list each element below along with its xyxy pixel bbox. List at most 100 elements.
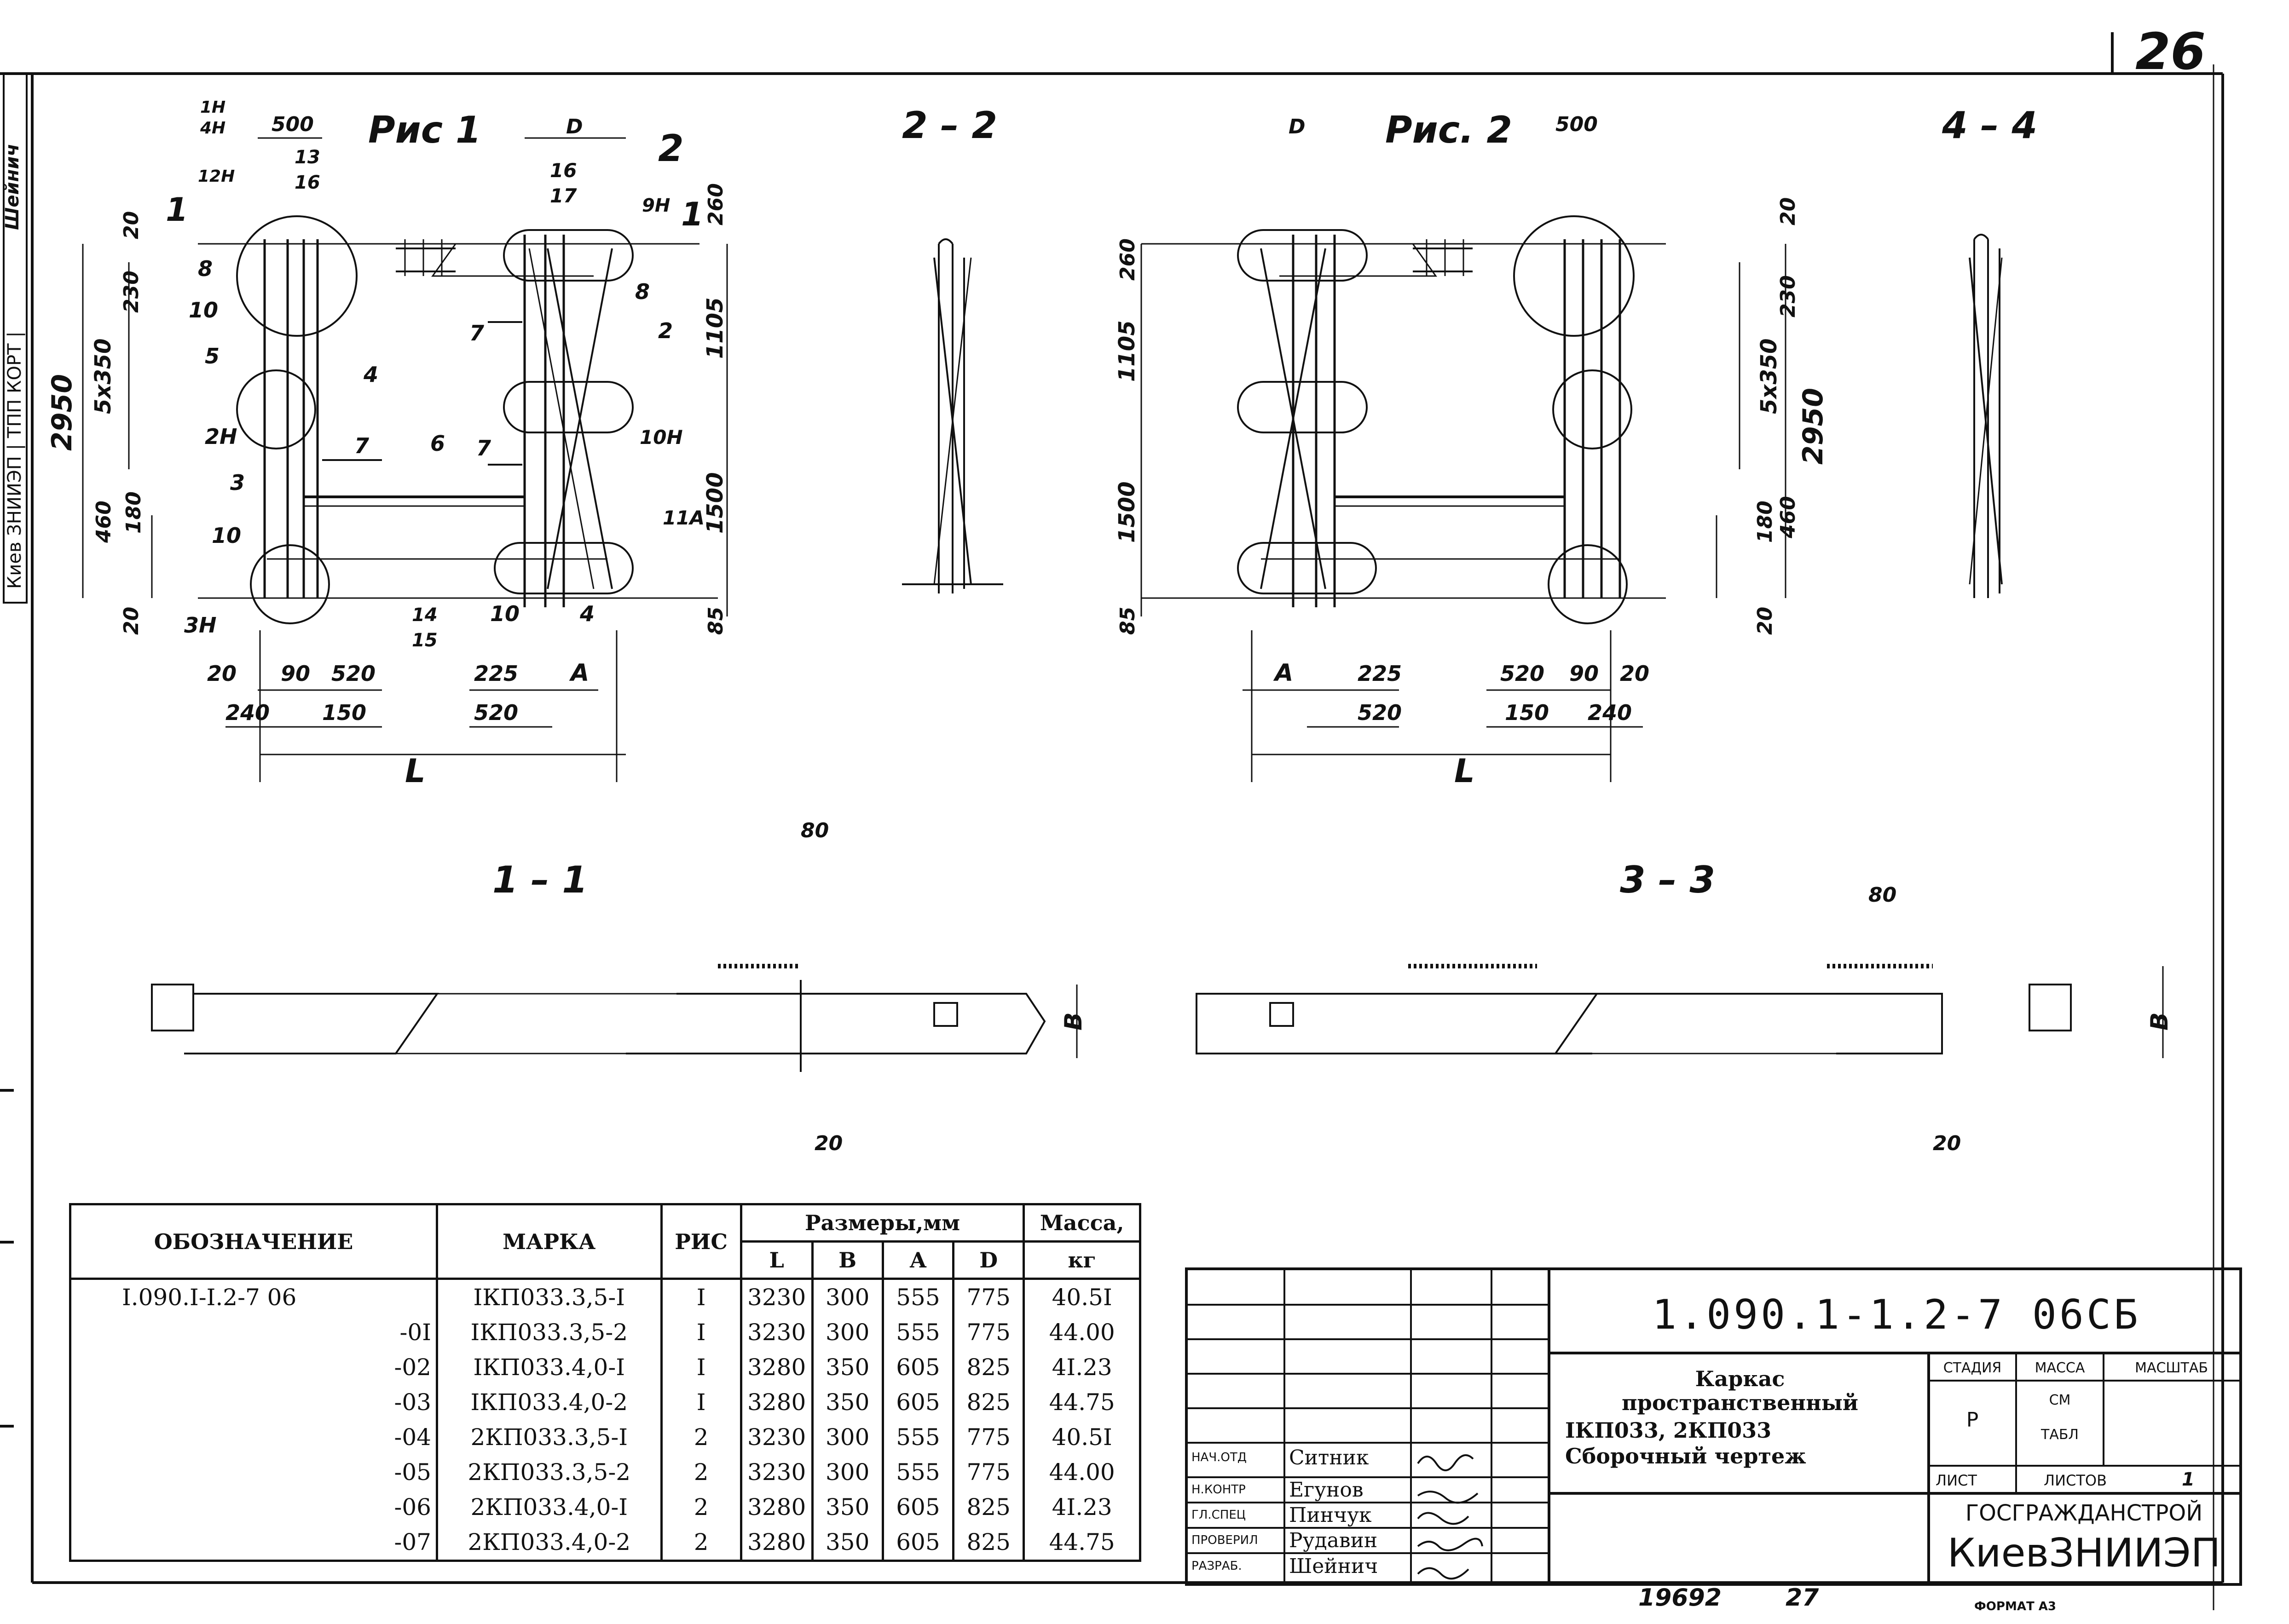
cell-designation: -07 bbox=[69, 1525, 438, 1562]
fig1-callout: 11A bbox=[663, 507, 705, 529]
title-block-grid bbox=[1188, 1270, 2239, 1583]
fig1-callout: 2 bbox=[658, 318, 673, 343]
cell-designation: -03 bbox=[69, 1385, 438, 1420]
cell-mass: 40.5I bbox=[1023, 1278, 1141, 1315]
fig1-dim-L: L bbox=[405, 752, 426, 790]
cell-fig: 2 bbox=[660, 1490, 742, 1525]
fig1-callout: 5 bbox=[205, 344, 220, 369]
fig1-dim-2950: 2950 bbox=[46, 374, 78, 451]
fig1-callout: 4 bbox=[579, 601, 595, 626]
fig1-callout: 8 bbox=[198, 256, 213, 281]
cell-designation: -02 bbox=[69, 1350, 438, 1385]
sheet-number: 26 bbox=[2135, 22, 2206, 81]
org-2: КиевЗНИИЭП bbox=[1947, 1530, 2221, 1576]
fig1-dim-bA: A bbox=[569, 659, 589, 687]
fig2-dim-20t: 20 bbox=[1776, 197, 1800, 225]
table-row: -05 2КП033.3,5-2 2 3230 300 555 775 44.0… bbox=[69, 1455, 1141, 1490]
fig1-dim-5x350: 5x350 bbox=[90, 338, 116, 414]
cell-A: 555 bbox=[881, 1315, 955, 1350]
fig1-dim-1500: 1500 bbox=[702, 472, 728, 534]
cell-designation: -04 bbox=[69, 1420, 438, 1455]
fig1-dim-b520: 520 bbox=[331, 661, 376, 686]
fig2-dim-460: 460 bbox=[1776, 496, 1800, 539]
cell-B: 300 bbox=[811, 1420, 884, 1455]
fig2-dim-b240: 240 bbox=[1588, 700, 1632, 725]
fig2-dim-b520: 520 bbox=[1358, 700, 1402, 725]
cell-mark: IКП033.3,5-I bbox=[435, 1278, 663, 1315]
fig2-dim-1105: 1105 bbox=[1114, 320, 1140, 382]
col-D: D bbox=[952, 1240, 1025, 1280]
section-11-dim-80: 80 bbox=[801, 819, 829, 842]
fig1-callout: 16 bbox=[295, 172, 320, 193]
figure-1-labels: Рис 1 500 D 20 230 5x350 2950 460 180 20… bbox=[46, 98, 728, 790]
stage-value: Р bbox=[1966, 1408, 1979, 1432]
fig1-callout: 3 bbox=[230, 470, 245, 495]
fig1-callout: 14 bbox=[412, 605, 438, 626]
cell-mark: 2КП033.3,5-2 bbox=[435, 1455, 663, 1490]
cell-mass: 4I.23 bbox=[1023, 1350, 1141, 1385]
cell-mass: 44.75 bbox=[1023, 1385, 1141, 1420]
fig1-dim-85: 85 bbox=[704, 607, 728, 635]
fig1-dim-b20: 20 bbox=[207, 661, 237, 686]
section-33-dim-80: 80 bbox=[1868, 883, 1896, 907]
title-block: 1.090.1-1.2-7 06СБ Каркас пространственн… bbox=[1185, 1267, 2242, 1586]
section-44-title: 4 – 4 bbox=[1942, 104, 2037, 147]
cell-D: 825 bbox=[952, 1525, 1025, 1562]
role-label: ГЛ.СПЕЦ bbox=[1191, 1508, 1246, 1522]
fig2-dim-180: 180 bbox=[1753, 501, 1777, 543]
fig1-callout: 1 bbox=[166, 191, 188, 229]
cell-L: 3280 bbox=[740, 1385, 814, 1420]
table-row: I.090.I-I.2-7 06 IКП033.3,5-I I 3230 300… bbox=[69, 1278, 1141, 1315]
role-label: РАЗРАБ. bbox=[1191, 1559, 1242, 1573]
fig1-callout: 4 bbox=[363, 362, 378, 387]
cell-mark: 2КП033.4,0-I bbox=[435, 1490, 663, 1525]
fig1-callout: 7 bbox=[469, 321, 484, 346]
fig1-callout: 10H bbox=[640, 426, 683, 449]
fig1-dim-500: 500 bbox=[272, 113, 314, 136]
cell-mass: 44.75 bbox=[1023, 1525, 1141, 1562]
cell-A: 605 bbox=[881, 1350, 955, 1385]
cell-D: 775 bbox=[952, 1455, 1025, 1490]
fig2-title: Рис. 2 bbox=[1385, 109, 1512, 151]
col-L: L bbox=[740, 1240, 814, 1280]
role-label: НАЧ.ОТД bbox=[1191, 1451, 1247, 1464]
fig1-callout: 15 bbox=[412, 630, 438, 651]
cell-B: 300 bbox=[811, 1278, 884, 1315]
side-stamp: Киев ЗНИИЭП | ТПП КОРТ | Шейнич bbox=[2, 73, 28, 604]
section-22-title: 2 – 2 bbox=[902, 104, 997, 147]
org-1: ГОСГРАЖДАНСТРОЙ bbox=[1965, 1500, 2203, 1526]
fig1-callout: 3H bbox=[184, 613, 217, 638]
cell-fig: I bbox=[660, 1350, 742, 1385]
fig2-dim-85: 85 bbox=[1116, 607, 1139, 635]
cell-mass: 4I.23 bbox=[1023, 1490, 1141, 1525]
fig2-dim-20: 20 bbox=[1753, 607, 1777, 635]
section-33-dim-B: B bbox=[2146, 1012, 2173, 1031]
fig1-dim-20: 20 bbox=[120, 211, 143, 239]
table-row: -07 2КП033.4,0-2 2 3280 350 605 825 44.7… bbox=[69, 1525, 1141, 1562]
fig1-callout: 10 bbox=[189, 298, 218, 322]
cell-L: 3230 bbox=[740, 1455, 814, 1490]
cell-L: 3280 bbox=[740, 1490, 814, 1525]
fig1-dim-230: 230 bbox=[120, 271, 143, 313]
table-row: -02 IКП033.4,0-I I 3280 350 605 825 4I.2… bbox=[69, 1350, 1141, 1385]
fig2-dim-230: 230 bbox=[1776, 275, 1800, 317]
person-name: Пинчук bbox=[1289, 1503, 1372, 1527]
fig2-dim-b520r: 520 bbox=[1500, 661, 1544, 686]
cell-designation: -0I bbox=[69, 1315, 438, 1350]
section-4-4 bbox=[1969, 234, 2003, 598]
doc-title-line: Каркас bbox=[1695, 1366, 1785, 1391]
fig1-dim-20b: 20 bbox=[120, 607, 143, 635]
cell-B: 350 bbox=[811, 1490, 884, 1525]
cell-mark: 2КП033.4,0-2 bbox=[435, 1525, 663, 1562]
section-11-dim-20: 20 bbox=[815, 1132, 843, 1155]
person-name: Рудавин bbox=[1289, 1529, 1378, 1552]
cell-mass: 44.00 bbox=[1023, 1455, 1141, 1490]
table-row: -06 2КП033.4,0-I 2 3280 350 605 825 4I.2… bbox=[69, 1490, 1141, 1525]
section-1-1 bbox=[151, 964, 1078, 1072]
table-row: -0I IКП033.3,5-2 I 3230 300 555 775 44.0… bbox=[69, 1315, 1141, 1350]
fig2-dim-500: 500 bbox=[1555, 113, 1598, 136]
col-mark: МАРКА bbox=[435, 1203, 663, 1280]
cell-fig: I bbox=[660, 1278, 742, 1315]
